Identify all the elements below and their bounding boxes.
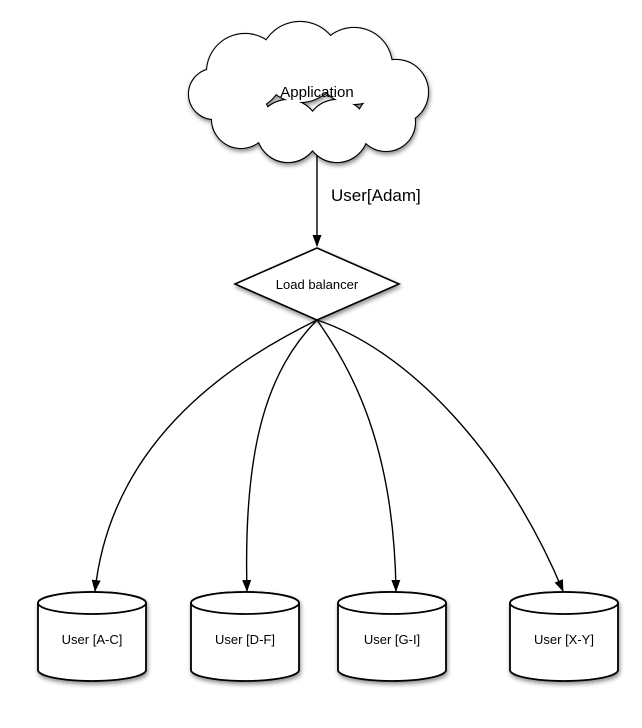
database-cylinder-shard-gi <box>337 591 447 682</box>
shard-gi-label: User [G-I] <box>364 632 420 647</box>
edge-lb-to-shard-ac <box>91 319 318 592</box>
loadbalancer-fanout-edges <box>91 319 564 592</box>
database-cylinder-shard-xy <box>509 591 619 682</box>
load-balancer-label: Load balancer <box>276 277 359 292</box>
shard-xy-label: User [X-Y] <box>534 632 594 647</box>
edge-lb-to-shard-df <box>242 319 318 592</box>
edge-user-adam-label: User[Adam] <box>331 186 421 205</box>
shard-cylinders: User [A-C] User [D-F] User [G-I] User [X… <box>37 591 619 682</box>
shard-df-label: User [D-F] <box>215 632 275 647</box>
application-cloud-node <box>187 20 430 164</box>
database-cylinder-shard-df <box>190 591 300 682</box>
cloud-fill <box>189 22 428 162</box>
application-label: Application <box>280 84 353 101</box>
edge-lb-to-shard-xy <box>316 319 564 592</box>
database-cylinder-shard-ac <box>37 591 147 682</box>
shard-ac-label: User [A-C] <box>62 632 123 647</box>
edge-lb-to-shard-gi <box>316 319 401 592</box>
